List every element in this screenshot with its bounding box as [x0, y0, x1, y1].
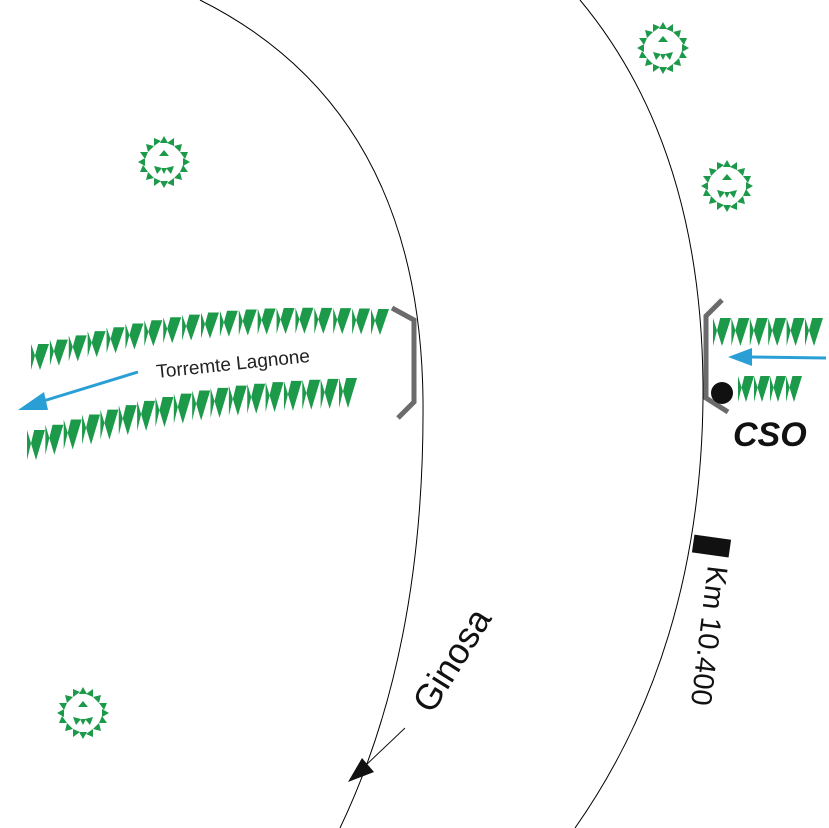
vegetation-mark — [314, 307, 333, 334]
vegetation-mark — [320, 378, 339, 409]
flow-arrow-icon — [728, 348, 827, 366]
vegetation-mark — [100, 409, 119, 440]
vegetation-mark — [738, 376, 754, 402]
vegetation-mark — [228, 385, 247, 416]
vegetation-mark — [371, 309, 389, 335]
vegetation-mark — [713, 318, 731, 346]
vegetation-mark — [125, 323, 144, 350]
vegetation-mark — [155, 397, 174, 428]
vegetation-mark — [118, 405, 137, 436]
tree-icon — [701, 160, 753, 212]
vegetation-mark — [144, 320, 163, 347]
tree-icon — [138, 136, 190, 188]
vegetation-mark — [731, 318, 750, 346]
vegetation-mark — [805, 318, 823, 346]
direction-arrow-icon — [348, 727, 406, 782]
bridge-icon — [703, 298, 730, 415]
vegetation-mark — [238, 309, 257, 336]
vegetation-mark — [283, 380, 302, 411]
kilometer-marker-icon — [691, 534, 732, 558]
vegetation-mark — [82, 414, 101, 445]
flow-arrow-icon — [18, 370, 139, 410]
stream-vegetation-row-lower — [27, 378, 357, 460]
vegetation-mark — [339, 378, 357, 408]
vegetation-mark — [276, 307, 295, 334]
vegetation-mark — [201, 312, 219, 339]
vegetation-mark — [27, 430, 45, 460]
vegetation-mark — [247, 383, 266, 414]
vegetation-mark — [163, 317, 182, 344]
vegetation-mark — [754, 376, 770, 402]
direction-label: Ginosa — [404, 600, 500, 719]
vegetation-mark — [302, 379, 321, 410]
vegetation-mark — [137, 400, 156, 431]
stream-vegetation-row-right-upper — [713, 318, 823, 346]
vegetation-mark — [106, 327, 125, 354]
stream-vegetation-row-right-lower — [738, 376, 802, 402]
vegetation-mark — [182, 314, 201, 341]
vegetation-mark — [192, 390, 211, 421]
stream-label: Torremte Lagnone — [155, 346, 311, 383]
cso-label: CSO — [733, 416, 807, 454]
vegetation-mark — [173, 393, 192, 424]
vegetation-mark — [295, 307, 314, 334]
kilometer-label: Km 10.400 — [684, 564, 733, 707]
road-edge-right — [574, 0, 704, 828]
vegetation-mark — [786, 376, 802, 402]
stream-vegetation-row-upper — [31, 307, 389, 370]
vegetation-mark — [770, 376, 786, 402]
vegetation-mark — [352, 308, 371, 335]
vegetation-mark — [63, 419, 82, 450]
vegetation-mark — [49, 339, 68, 366]
vegetation-mark — [749, 318, 768, 346]
vegetation-mark — [265, 382, 284, 413]
vegetation-mark — [45, 424, 64, 455]
vegetation-mark — [786, 318, 805, 346]
vegetation-mark — [219, 310, 238, 337]
road-edge-left — [199, 0, 424, 828]
vegetation-mark — [768, 318, 787, 346]
vegetation-mark — [333, 308, 352, 335]
cso-point-icon — [711, 382, 733, 404]
vegetation-mark — [257, 308, 276, 335]
bridge-icon — [390, 305, 417, 420]
vegetation-mark — [87, 331, 106, 358]
vegetation-mark — [68, 335, 87, 362]
vegetation-mark — [210, 387, 229, 418]
vegetation-mark — [31, 344, 49, 370]
tree-icon — [637, 22, 689, 74]
tree-icon — [57, 687, 109, 739]
